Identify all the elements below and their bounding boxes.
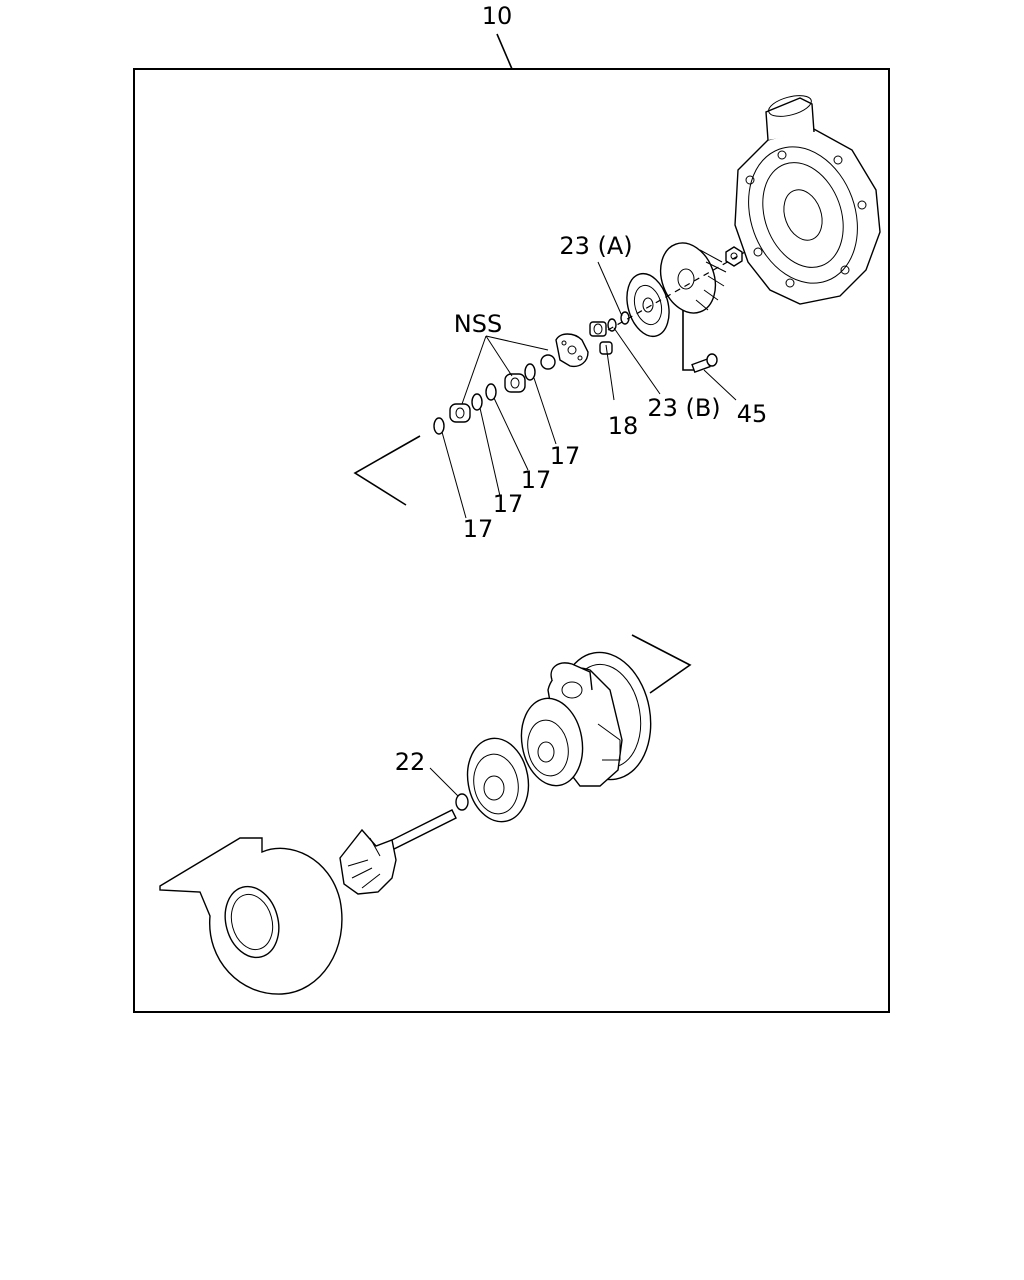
- ring-22: [455, 793, 469, 811]
- axis-line-top: [607, 251, 746, 331]
- break-line-top: [353, 435, 421, 506]
- compressor-wheel: [659, 242, 727, 314]
- label-17-a: 17: [550, 442, 581, 470]
- label-23b: 23 (B): [647, 394, 720, 422]
- turbine-housing: [159, 837, 343, 995]
- center-housing: [520, 651, 652, 787]
- label-22: 22: [395, 748, 426, 776]
- assembly-leader: [496, 33, 513, 70]
- break-line-bottom: [631, 634, 692, 694]
- label-assembly-10: 10: [482, 2, 513, 30]
- label-17-c: 17: [493, 490, 524, 518]
- impeller-nut: [725, 246, 743, 267]
- ring-17-b: [485, 383, 497, 401]
- thrust-collar: [589, 321, 607, 337]
- ring-17-a: [524, 363, 536, 381]
- leader-lines: [429, 261, 737, 797]
- label-18: 18: [608, 412, 639, 440]
- ring-17-c: [471, 393, 483, 411]
- bolt-45: [691, 353, 718, 374]
- label-nss: NSS: [454, 310, 502, 338]
- compressor-housing: [734, 95, 881, 305]
- label-17-b: 17: [521, 466, 552, 494]
- journal-bearing-1: [504, 373, 526, 393]
- thrust-ring: [540, 354, 556, 370]
- label-23a: 23 (A): [559, 232, 632, 260]
- journal-bearing-2: [449, 403, 471, 423]
- bolt-guide-line: [682, 310, 694, 371]
- ring-17-d: [433, 417, 445, 435]
- label-17-d: 17: [463, 515, 494, 543]
- label-45: 45: [737, 400, 768, 428]
- heat-shield-plate: [466, 737, 530, 823]
- thrust-bearing-plate: [555, 333, 589, 368]
- turbine-shaft-wheel: [339, 809, 457, 895]
- seal-plate: [626, 272, 670, 338]
